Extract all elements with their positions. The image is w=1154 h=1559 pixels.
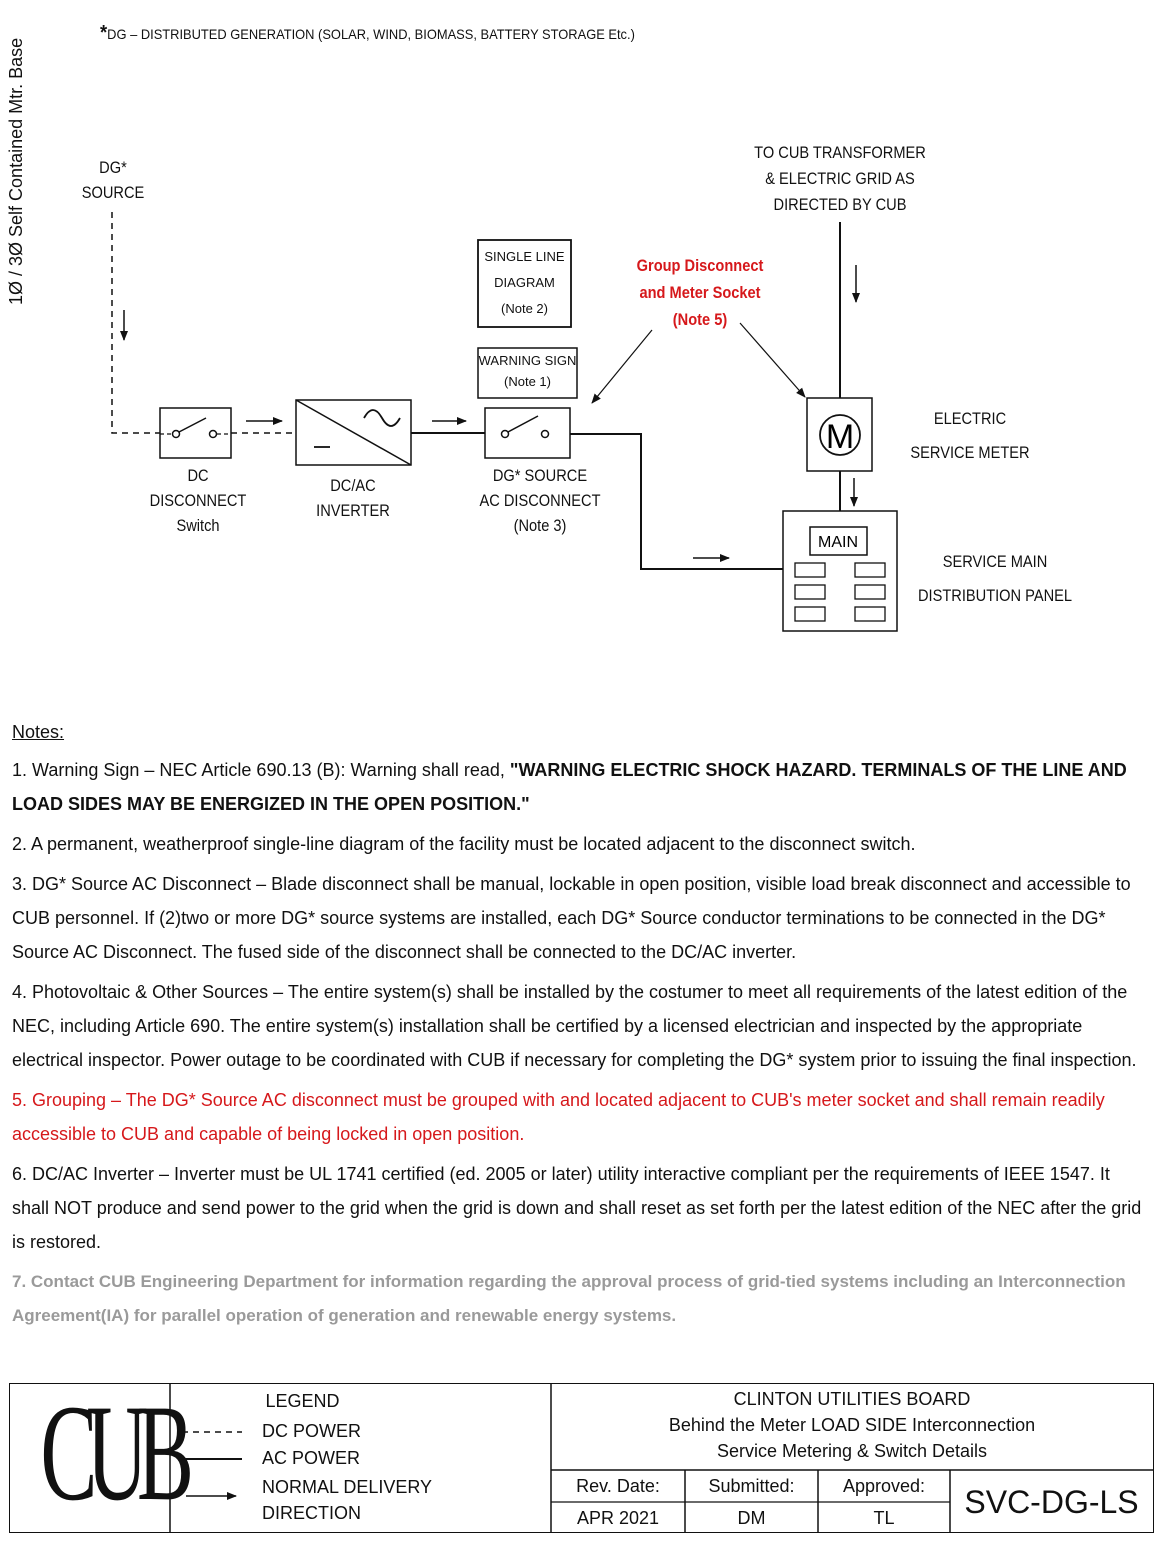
note-5: 5. Grouping – The DG* Source AC disconne… (12, 1090, 1105, 1144)
drawing-title: CLINTON UTILITIES BOARD Behind the Meter… (668, 1389, 1036, 1461)
ac-power-line (570, 433, 795, 570)
rev-date-label: Rev. Date: (576, 1476, 660, 1496)
dg-source-label: DG*SOURCE (81, 158, 145, 202)
notes-section: Notes: 1. Warning Sign – NEC Article 690… (12, 715, 1142, 1339)
note-7: 7. Contact CUB Engineering Department fo… (12, 1272, 1126, 1325)
dc-disconnect-switch (159, 407, 232, 459)
cub-logo: CUB (40, 1376, 194, 1529)
note-4: 4. Photovoltaic & Other Sources – The en… (12, 982, 1137, 1070)
dc-power-line (111, 212, 160, 434)
legend-ac-label: AC POWER (262, 1448, 361, 1468)
note-2: 2. A permanent, weatherproof single-line… (12, 834, 916, 854)
ac-disconnect-switch (484, 407, 571, 459)
panel-main-label: MAIN (818, 534, 858, 551)
notes-heading: Notes: (12, 722, 65, 742)
rev-date-value: APR 2021 (576, 1508, 660, 1528)
note-3: 3. DG* Source AC Disconnect – Blade disc… (12, 874, 1131, 962)
title-block-grid (169, 1384, 1153, 1532)
single-line-diagram-box (477, 239, 572, 328)
note-6: 6. DC/AC Inverter – Inverter must be UL … (12, 1164, 1142, 1252)
legend-dc-label: DC POWER (262, 1421, 361, 1441)
drawing-number: SVC-DG-LS (964, 1484, 1139, 1520)
approved-label: Approved: (842, 1476, 926, 1496)
approved-value: TL (873, 1508, 895, 1528)
note-1: 1. Warning Sign – NEC Article 690.13 (B)… (12, 760, 1127, 814)
submitted-value: DM (737, 1508, 766, 1528)
dg-footnote: *DG – DISTRIBUTED GENERATION (SOLAR, WIN… (100, 22, 635, 44)
legend-title: LEGEND (265, 1391, 340, 1411)
meter-symbol: M (826, 418, 854, 456)
single-line-diagram: M MAIN (111, 212, 898, 632)
submitted-label: Submitted: (708, 1476, 795, 1496)
warning-sign-box (477, 347, 578, 399)
warning-box-text: WARNING SIGN(Note 1) (478, 353, 577, 389)
title-block: CUB LEGEND DC POWER AC POWER NORMAL DELI… (9, 1378, 1154, 1533)
